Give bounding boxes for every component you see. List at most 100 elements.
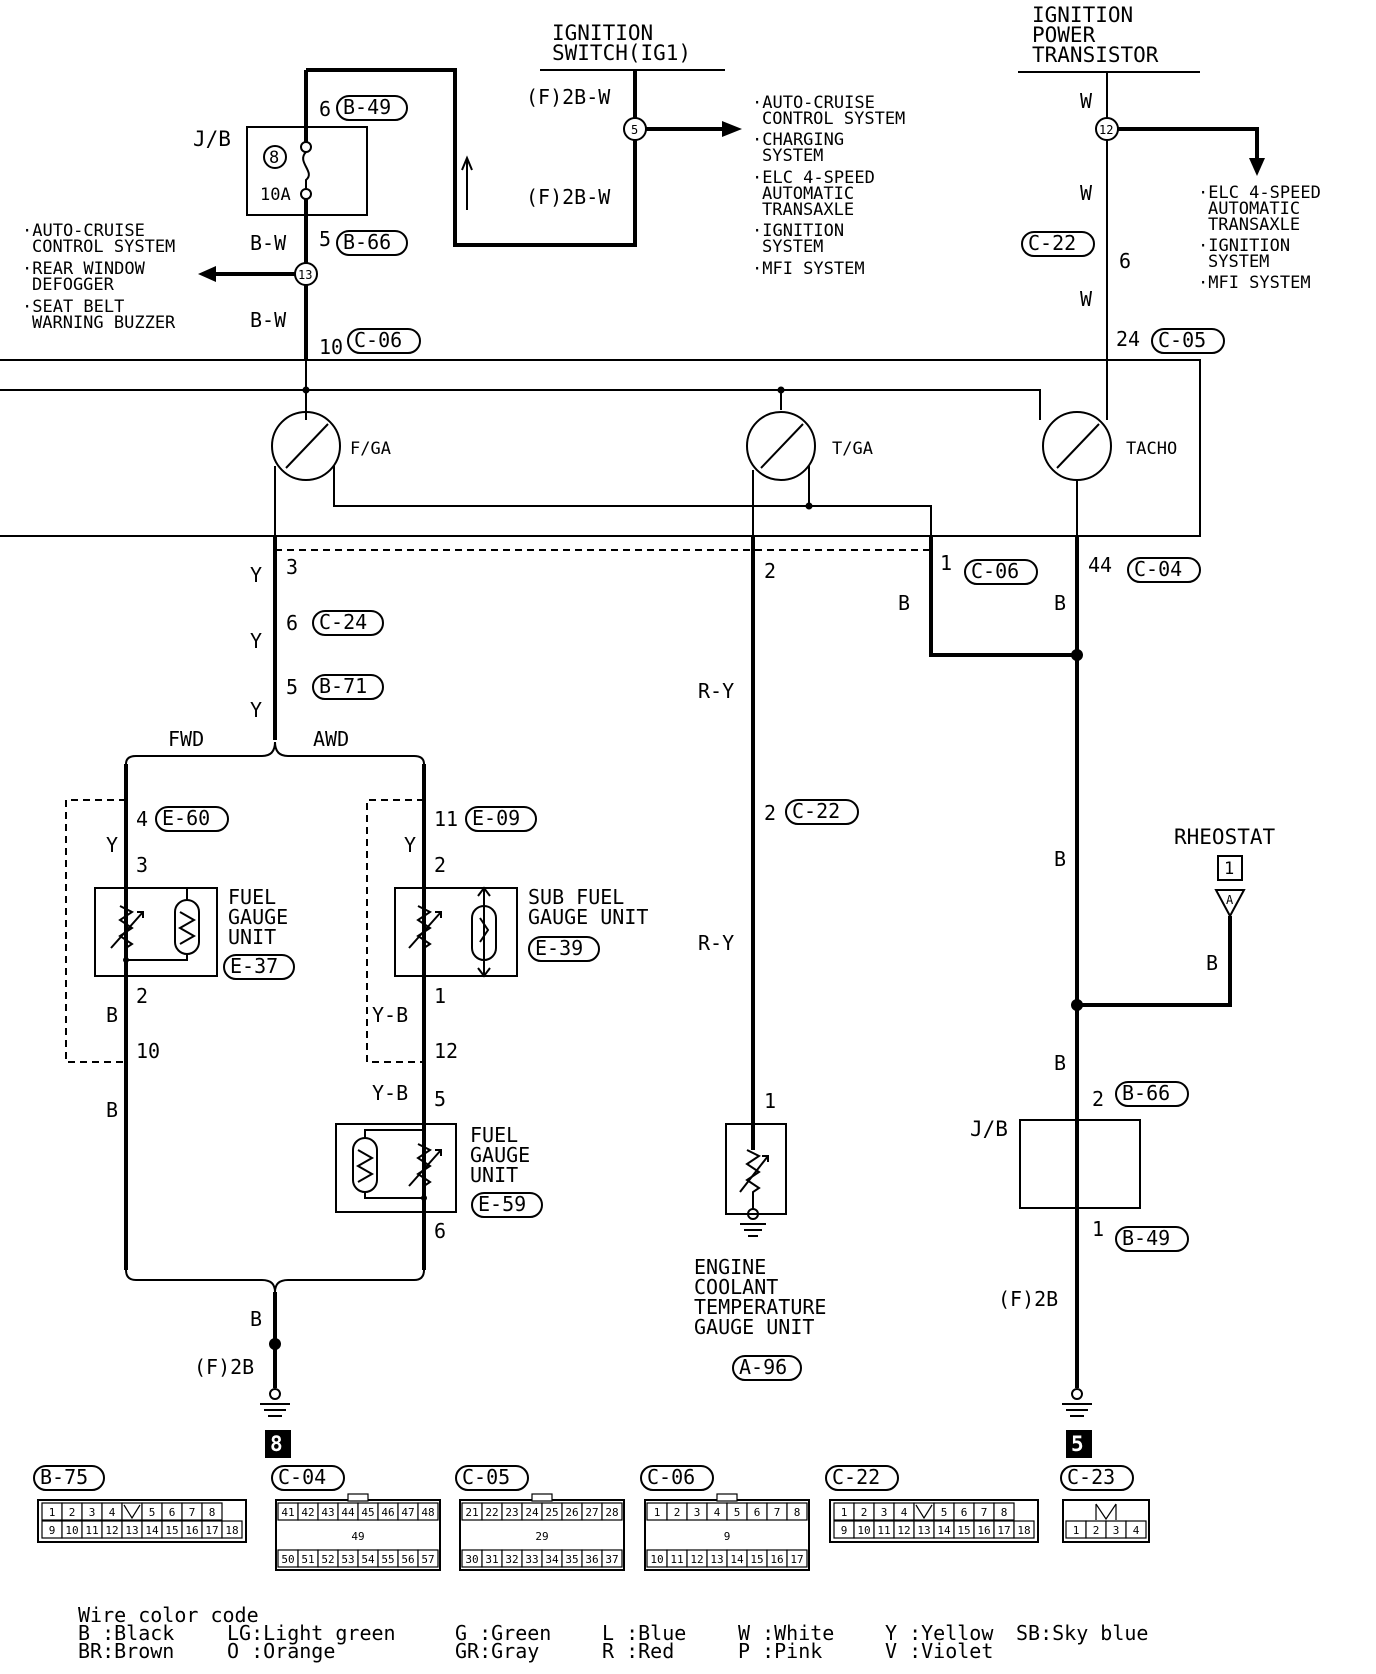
conn-b66-top: B-66 bbox=[343, 230, 391, 254]
pin-2-awd: 2 bbox=[434, 853, 446, 877]
ig-system-6: AUTOMATIC bbox=[762, 184, 854, 204]
pin-5-awd: 5 bbox=[434, 1087, 446, 1111]
transistor-title-2: POWER bbox=[1032, 23, 1096, 47]
pin-number: 49 bbox=[351, 1530, 364, 1543]
wire-w-1: W bbox=[1080, 89, 1093, 113]
conn-c04-pill bbox=[1127, 557, 1201, 583]
fuel-unit2-node bbox=[421, 1195, 427, 1201]
legend-orange: O :Orange bbox=[227, 1639, 335, 1663]
sub-fuel-arrow bbox=[477, 886, 491, 978]
fuel-gauge-label: F/GA bbox=[350, 439, 391, 459]
key-mark bbox=[1095, 1503, 1117, 1521]
conn-e39: E-39 bbox=[535, 936, 583, 960]
face-c22-label: C-22 bbox=[832, 1465, 880, 1489]
pin-cell bbox=[601, 1502, 623, 1521]
fwd-awd-brace bbox=[125, 741, 425, 765]
conn-e37-pill bbox=[223, 954, 295, 980]
key-mark bbox=[123, 1504, 141, 1520]
conn-b66-bottom: B-66 bbox=[1122, 1081, 1170, 1105]
pin-6-awd: 6 bbox=[434, 1219, 446, 1243]
wire-bw-2: B-W bbox=[250, 308, 287, 332]
wire-y-1: Y bbox=[250, 563, 262, 587]
pin-number: 29 bbox=[535, 1530, 548, 1543]
pin-number: 14 bbox=[937, 1524, 951, 1537]
ground-left-symbol bbox=[260, 1403, 290, 1417]
pin-number: 8 bbox=[209, 1506, 216, 1519]
pin-number: 1 bbox=[1073, 1524, 1080, 1537]
wire-w-3: W bbox=[1080, 287, 1093, 311]
legend-yellow: Y :Yellow bbox=[885, 1621, 994, 1645]
ig-system-8: ·IGNITION bbox=[752, 221, 844, 241]
pin-number: 2 bbox=[674, 1506, 681, 1519]
pin-number: 53 bbox=[341, 1553, 354, 1566]
pin-number: 3 bbox=[881, 1506, 888, 1519]
pin-number: 23 bbox=[505, 1506, 518, 1519]
pin-number: 17 bbox=[790, 1553, 803, 1566]
ig-wire-top: (F)2B-W bbox=[526, 85, 611, 109]
wire-b-fwd: B bbox=[106, 1003, 118, 1027]
pin-number: 4 bbox=[901, 1506, 908, 1519]
pin-number: 15 bbox=[750, 1553, 763, 1566]
conn-c22-top-pill bbox=[1021, 231, 1095, 257]
temp-gauge-needle bbox=[760, 423, 804, 469]
key-mark bbox=[915, 1504, 933, 1520]
pin-number: 57 bbox=[421, 1553, 434, 1566]
branch-awd: AWD bbox=[313, 727, 349, 751]
fuel-gauge-needle bbox=[285, 423, 329, 469]
sub-fuel-variable-resistor bbox=[408, 911, 442, 949]
fuel-gauge-unit-label-1: FUEL bbox=[228, 885, 276, 909]
left-system-5: ·SEAT BELT bbox=[22, 297, 124, 317]
pin-number: 1 bbox=[654, 1506, 661, 1519]
pin-12-awd: 12 bbox=[434, 1039, 458, 1063]
rheostat-label: RHEOSTAT bbox=[1174, 825, 1276, 849]
pin-cell bbox=[601, 1549, 623, 1568]
pin-number: 48 bbox=[421, 1506, 434, 1519]
temp-gauge-dial bbox=[746, 411, 816, 481]
tr-system-2: AUTOMATIC bbox=[1208, 199, 1300, 219]
coolant-resistor bbox=[745, 1149, 761, 1210]
pin-number: 26 bbox=[565, 1506, 578, 1519]
ignition-switch-title-2: SWITCH(IG1) bbox=[552, 41, 691, 65]
pin-cell bbox=[786, 1502, 808, 1521]
pin-number: 3 bbox=[1113, 1524, 1120, 1537]
splice-13-label: 13 bbox=[298, 268, 312, 282]
pin-number: 51 bbox=[301, 1553, 314, 1566]
coolant-label-3: TEMPERATURE bbox=[694, 1295, 826, 1319]
pin-number: 9 bbox=[49, 1524, 56, 1537]
conn-e60-pill bbox=[155, 806, 229, 832]
fuel-unit2-variable-resistor bbox=[408, 1149, 442, 1187]
face-c23-label: C-23 bbox=[1067, 1465, 1115, 1489]
wire-b-4: B bbox=[1054, 1051, 1066, 1075]
arrow-left-branch bbox=[198, 266, 216, 282]
pin-cell bbox=[221, 1520, 243, 1539]
ground-left-terminal bbox=[269, 1388, 281, 1400]
pin-number: 44 bbox=[341, 1506, 355, 1519]
tacho-circuit: 1 C-06 B 44 C-04 B B RHEOSTAT 1 A B B 2 … bbox=[898, 536, 1276, 1458]
tr-system-5: SYSTEM bbox=[1208, 252, 1269, 272]
fuel-unit-resistor bbox=[118, 905, 134, 949]
conn-b71-pill bbox=[312, 674, 384, 700]
jb-box-bottom bbox=[1019, 1119, 1141, 1209]
tacho-needle bbox=[1056, 423, 1100, 469]
legend-brown: BR:Brown bbox=[78, 1639, 174, 1663]
pin-number: 17 bbox=[997, 1524, 1010, 1537]
left-system-6: WARNING BUZZER bbox=[32, 313, 176, 333]
pin-number: 7 bbox=[981, 1506, 988, 1519]
pin-number: 6 bbox=[961, 1506, 968, 1519]
fuel-unit2-float bbox=[352, 1137, 378, 1193]
ground-right-wire: (F)2B bbox=[998, 1287, 1058, 1311]
conn-e59-pill bbox=[471, 1192, 543, 1218]
wire-y-3: Y bbox=[250, 698, 262, 722]
pin-number: 12 bbox=[897, 1524, 910, 1537]
wire-y-awd: Y bbox=[404, 833, 416, 857]
pin-number: 5 bbox=[734, 1506, 741, 1519]
conn-e59: E-59 bbox=[478, 1192, 526, 1216]
pin-number: 16 bbox=[770, 1553, 783, 1566]
pin-number: 12 bbox=[105, 1524, 118, 1537]
ig-system-4: SYSTEM bbox=[762, 146, 823, 166]
conn-c06-top: C-06 bbox=[354, 328, 402, 352]
face-c05-pill bbox=[455, 1465, 529, 1491]
legend-pink: P :Pink bbox=[738, 1639, 822, 1663]
wire-b-rheostat bbox=[1077, 916, 1232, 1007]
